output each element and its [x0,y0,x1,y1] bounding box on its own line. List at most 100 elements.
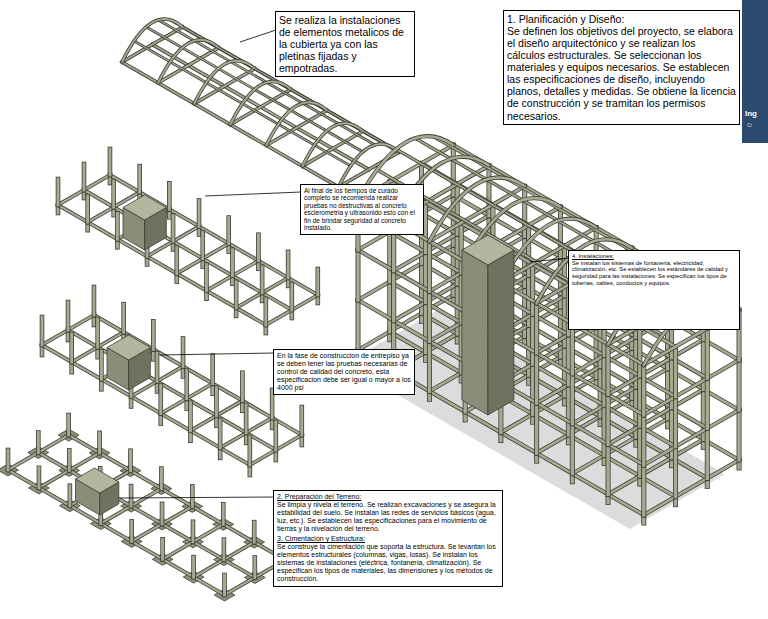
beam-outline [222,575,227,595]
beam [253,522,256,542]
beam-outline [608,389,703,444]
beam [211,356,214,384]
beam [41,317,44,345]
box-text: Se definen los objetivos del proyecto, s… [507,25,736,122]
beam-outline [37,468,42,488]
beam-outline [737,360,742,410]
beam-outline [356,250,361,300]
core-top [123,195,166,220]
beam [172,215,175,241]
beam [644,360,739,415]
beam-outline [160,539,165,559]
beam [274,422,277,450]
callout-box: Al final de los tiempos de curado comple… [300,184,424,235]
beam [222,504,225,524]
beam [567,385,570,435]
beam [424,252,427,302]
beam-outline [391,271,396,321]
beam-outline [427,341,432,391]
beam-outline [184,371,189,399]
beam [572,419,667,474]
beam [168,183,171,209]
floor-frame [42,287,302,475]
beam [706,378,709,428]
beam [201,233,204,259]
beam [156,353,159,381]
beam-outline [240,373,245,401]
callout-box: 1. Planificación y Diseño:Se definen los… [503,10,740,125]
beam [175,248,178,274]
beam [191,522,194,542]
beam-outline [673,447,678,497]
beam-outline [191,522,196,542]
beam [205,265,208,291]
beam-outline [218,420,223,448]
beam [608,389,703,444]
beam [67,415,70,435]
beam-outline [234,282,239,308]
beam-outline [358,295,453,350]
beam-outline [200,233,205,259]
beam [92,287,95,315]
beam-outline [151,321,156,349]
beam-outline [358,245,453,300]
beam [264,299,267,325]
box-text: Se instalan los sistemas de fontanería, … [572,260,736,287]
beam-outline [253,558,258,578]
beam [7,450,10,470]
beam-outline [537,398,632,453]
beam-outline [128,451,133,471]
beam-outline [641,465,646,515]
beam [215,388,218,416]
beam [644,460,739,515]
beam [535,353,538,403]
beam-outline [427,291,432,341]
beam [160,469,163,489]
core-top [76,468,119,493]
beam [192,557,195,577]
callout-box: En la fase de construccion de entrepiso … [273,349,415,395]
beam-outline [204,265,209,291]
beam-outline [137,166,142,192]
beam [572,369,667,424]
box-text: Al final de los tiempos de curado comple… [304,187,420,232]
beam [531,364,534,414]
beam-outline [606,394,611,444]
beam [100,351,103,379]
core-top [462,235,514,265]
beam-outline [40,317,45,345]
beam-outline [501,378,596,433]
leader-line [530,258,569,262]
beam [287,252,290,278]
beam-outline [197,200,202,226]
beam-outline [264,299,269,325]
beam-outline [570,424,575,474]
beam [161,539,164,559]
beam-outline [673,397,678,447]
beam [68,486,71,506]
beam [191,486,194,506]
beam [356,250,359,300]
logo-band [742,0,768,143]
beam-outline [644,410,739,465]
beam [138,166,141,192]
beam-outline [299,407,304,435]
beam-outline [181,338,186,366]
beam-outline [188,403,193,431]
beam [535,403,538,453]
beam [638,426,641,476]
beam-outline [534,403,539,453]
beam [231,250,234,276]
arch-outline [429,177,524,241]
beam-outline [99,351,104,379]
beam-outline [244,405,249,433]
beam [606,344,609,394]
beam [108,149,111,175]
beam [86,196,89,222]
beam [608,439,703,494]
beam [253,558,256,578]
beam-outline [705,428,710,478]
beam [644,410,739,465]
beam-outline [115,213,120,239]
logo-text: Ing [745,110,757,118]
